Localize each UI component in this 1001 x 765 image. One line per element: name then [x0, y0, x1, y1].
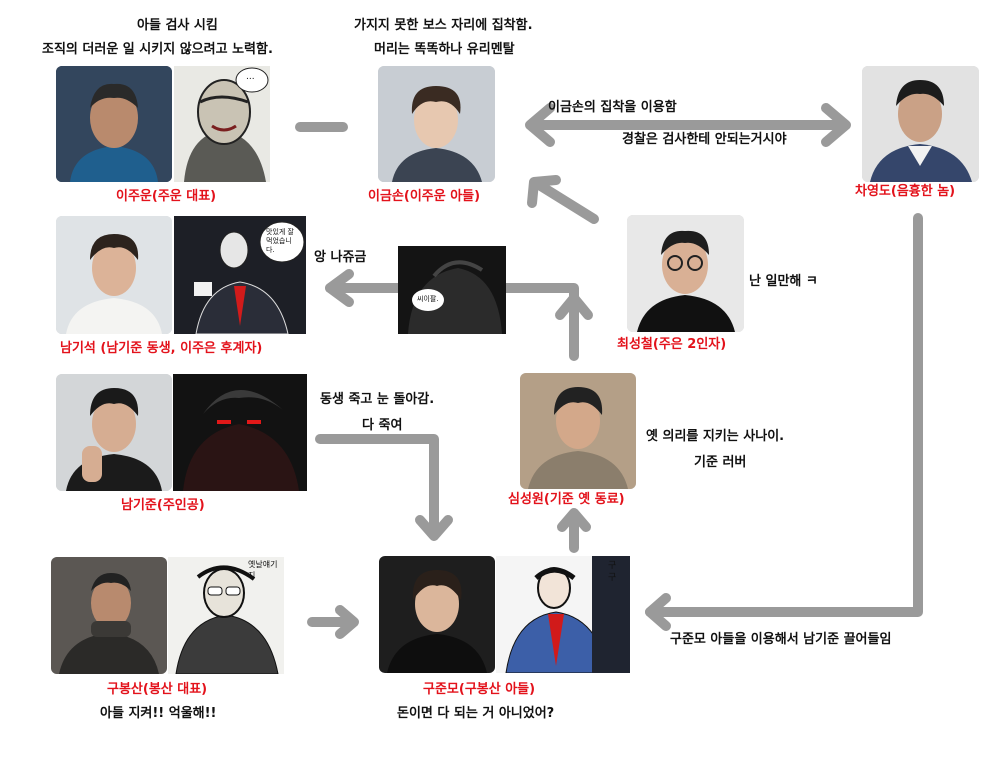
nam-giseok-caption: 남기석 (남기준 동생, 이주은 후계자) [60, 341, 263, 356]
middle-comic-panel: 씨이팔. [398, 246, 506, 334]
portrait-icon [520, 373, 636, 489]
cha-youngdo-photo [862, 66, 979, 182]
sim-note-line2: 기준 러버 [694, 455, 747, 470]
portrait-icon [378, 66, 495, 182]
portrait-icon [627, 215, 744, 332]
choi-geumson-arrow-shaft [531, 178, 599, 224]
cha-youngdo-caption: 차영도(음흉한 놈) [855, 184, 956, 199]
juun-comic-bubble: ... [246, 72, 255, 82]
gu-junmo-photo [379, 556, 495, 673]
geumson-youngdo-arrow-left-head [525, 103, 555, 147]
gu-bongsan-comic-panel: 옛날얘기지 [168, 557, 284, 674]
giseok-comic-bubble: 맛있게 잘 먹었습니다. [266, 228, 294, 254]
giseok-arrow-head [325, 269, 354, 307]
lee-juun-photo [56, 66, 172, 182]
portrait-icon [379, 556, 495, 673]
sim-up-arrow-head-2 [557, 508, 591, 532]
juun-note-line2: 조직의 더러운 일 시키지 않으려고 노력함. [42, 42, 273, 57]
gijun-label-line2: 다 죽여 [362, 418, 403, 433]
juun-note-line1: 아들 검사 시킴 [137, 18, 218, 33]
gu-bongsan-photo [51, 557, 167, 674]
geumson-youngdo-label-bottom: 경찰은 검사한테 안되는거시야 [622, 132, 787, 147]
lee-geumson-caption: 이금손(이주운 아들) [368, 189, 481, 204]
lee-geumson-photo [378, 66, 495, 182]
junmo-comic-text: 구 구 [608, 561, 617, 583]
portrait-icon [56, 374, 172, 491]
choi-seongcheol-caption: 최성철(주은 2인자) [617, 337, 727, 352]
nam-gijun-photo [56, 374, 172, 491]
gu-junmo-comic-panel: 구 구 [496, 556, 630, 673]
nam-giseok-photo [56, 216, 172, 334]
youngdo-junmo-connector [645, 213, 923, 617]
middle-comic-bubble: 씨이팔. [417, 295, 439, 303]
portrait-icon [56, 66, 172, 182]
nam-gijun-caption: 남기준(주인공) [121, 498, 205, 513]
portrait-icon [51, 557, 167, 674]
lee-juun-comic-panel: ... [174, 66, 270, 182]
lee-juun-caption: 이주운(주운 대표) [116, 189, 217, 204]
nam-gijun-comic-panel [173, 374, 307, 491]
gijun-junmo-connector [315, 434, 439, 539]
choi-seongcheol-photo [627, 215, 744, 332]
nam-giseok-comic-panel: 맛있게 잘 먹었습니다. [174, 216, 306, 334]
gu-bongsan-caption: 구봉산(봉산 대표) [107, 682, 208, 697]
gijun-label-line1: 동생 죽고 눈 돌아감. [320, 392, 435, 407]
to-giseok-label: 앙 나쥬금 [314, 250, 367, 265]
sim-seongwon-photo [520, 373, 636, 489]
sim-note-line1: 옛 의리를 지키는 사나이. [646, 429, 785, 444]
portrait-icon [56, 216, 172, 334]
geumson-note-line2: 머리는 똑똑하나 유리멘탈 [374, 42, 515, 57]
sim-up-arrow-head [555, 293, 593, 320]
junmo-down-arrow-head [415, 515, 453, 541]
gu-junmo-caption: 구준모(구봉산 아들) [423, 682, 536, 697]
choi-note: 난 일만해 ㅋ [749, 274, 818, 289]
geumson-note-line1: 가지지 못한 보스 자리에 집착함. [354, 18, 533, 33]
portrait-icon [862, 66, 979, 182]
bongsan-junmo-arrow-head [335, 605, 359, 639]
geumson-youngdo-label-top: 이금손의 집착을 이용함 [548, 100, 677, 115]
bongsan-comic-bubble: 옛날얘기지 [248, 560, 278, 580]
geumson-youngdo-arrow-right-head [821, 103, 851, 147]
youngdo-junmo-label: 구준모 아들을 이용해서 남기준 끌어들임 [670, 632, 892, 647]
choi-geumson-arrow-head [527, 175, 561, 208]
gu-bongsan-quote: 아들 지켜!! 억울해!! [100, 706, 217, 721]
sim-seongwon-caption: 심성원(기준 옛 동료) [508, 492, 625, 507]
gu-junmo-quote: 돈이면 다 되는 거 아니었어? [397, 706, 555, 721]
youngdo-junmo-arrow-head [645, 593, 671, 631]
